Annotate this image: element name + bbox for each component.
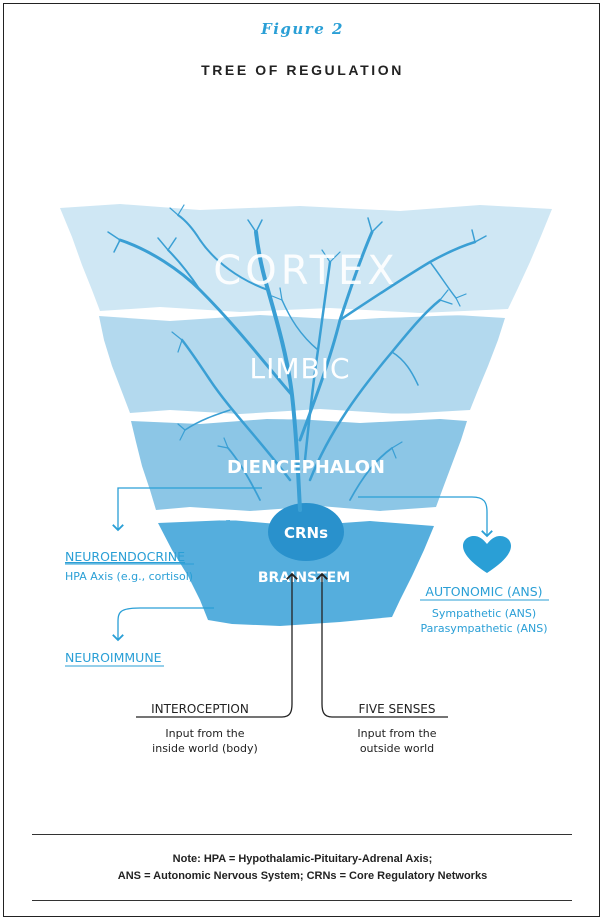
figure-label: Figure 2 (261, 20, 344, 38)
crns-label: CRNs (284, 524, 328, 542)
neuroendocrine-label: NEUROENDOCRINE (65, 549, 185, 564)
note-bottom-rule (32, 900, 572, 901)
five-senses-title: FIVE SENSES (358, 702, 435, 716)
interoception-title: INTEROCEPTION (151, 702, 249, 716)
five-senses-line1: Input from the (357, 727, 436, 740)
interoception-line1: Input from the (165, 727, 244, 740)
note-line-1: Note: HPA = Hypothalamic-Pituitary-Adren… (172, 853, 433, 865)
parasympathetic-label: Parasympathetic (ANS) (420, 622, 547, 635)
figure-title: TREE OF REGULATION (201, 62, 404, 78)
arrow-to-neuroendocrine (112, 487, 262, 532)
note-top-rule (32, 834, 572, 835)
figure-frame (3, 3, 600, 917)
arrow-five-senses (316, 572, 448, 718)
tree-branches (107, 204, 487, 512)
sympathetic-label: Sympathetic (ANS) (432, 607, 536, 620)
layer-gap (151, 515, 441, 522)
neuroimmune-label: NEUROIMMUNE (65, 650, 162, 665)
cortex-layer (60, 204, 552, 313)
hpa-axis-label: HPA Axis (e.g., cortisol) (65, 570, 193, 583)
brainstem-label: BRAINSTEM (258, 570, 350, 586)
limbic-label: LIMBIC (249, 352, 350, 385)
note-line-2: ANS = Autonomic Nervous System; CRNs = C… (117, 870, 488, 882)
layer-gap (91, 312, 511, 318)
five-senses-line2: outside world (360, 742, 434, 755)
crns-core (268, 503, 344, 561)
interoception-line2: inside world (body) (152, 742, 258, 755)
arrow-to-autonomic (358, 496, 493, 538)
arrow-to-neuroimmune (112, 607, 214, 642)
layer-gap (125, 413, 471, 420)
cortex-label: CORTEX (213, 248, 398, 294)
heart-icon (463, 536, 511, 573)
autonomic-label: AUTONOMIC (ANS) (425, 584, 542, 599)
diencephalon-label: DIENCEPHALON (227, 457, 385, 478)
arrow-interoception (136, 572, 298, 718)
